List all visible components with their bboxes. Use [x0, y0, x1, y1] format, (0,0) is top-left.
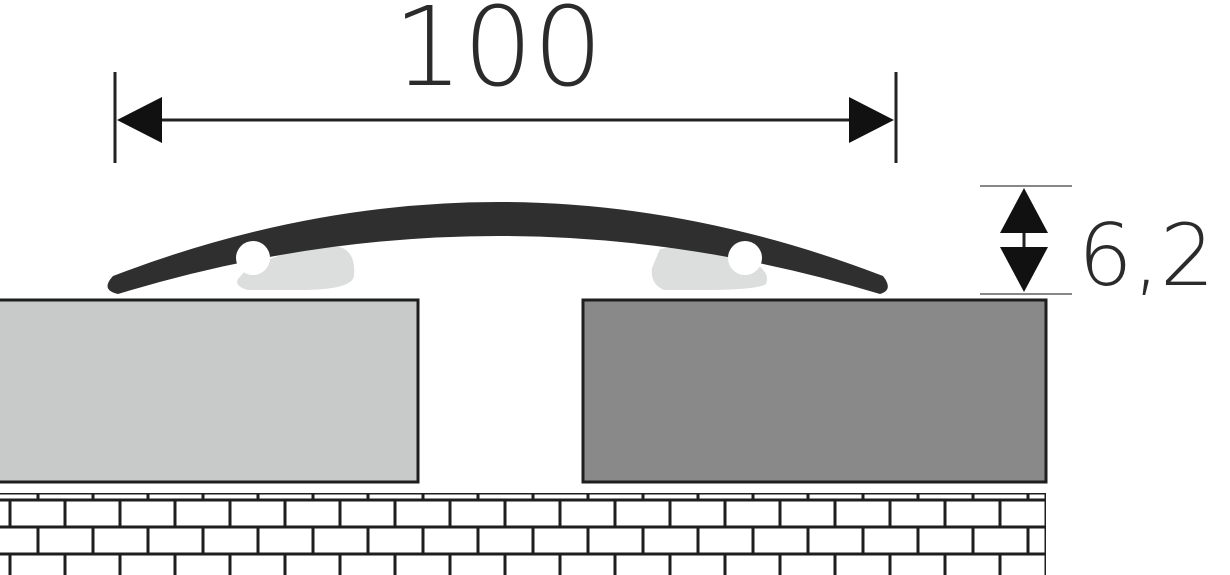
height-arrow-up-icon [1000, 188, 1048, 233]
width-arrow-left-icon [117, 97, 162, 143]
transition-profile [107, 202, 888, 294]
profile-channel-left [236, 241, 270, 275]
brick-mortar-lines [0, 493, 1046, 575]
width-label: 100 [393, 0, 603, 111]
floor-tile-left [0, 298, 420, 484]
height-label: 6,2 [1078, 206, 1215, 306]
brick-subfloor [0, 493, 1046, 575]
height-dimension: 6,2 [980, 185, 1215, 306]
height-arrow-down-icon [1000, 247, 1048, 292]
floor-tile-right [581, 298, 1048, 484]
profile-channel-right [728, 241, 762, 275]
adhesive-pad-left [237, 246, 355, 290]
width-arrow-right-icon [849, 97, 894, 143]
width-dimension: 100 [113, 0, 898, 163]
